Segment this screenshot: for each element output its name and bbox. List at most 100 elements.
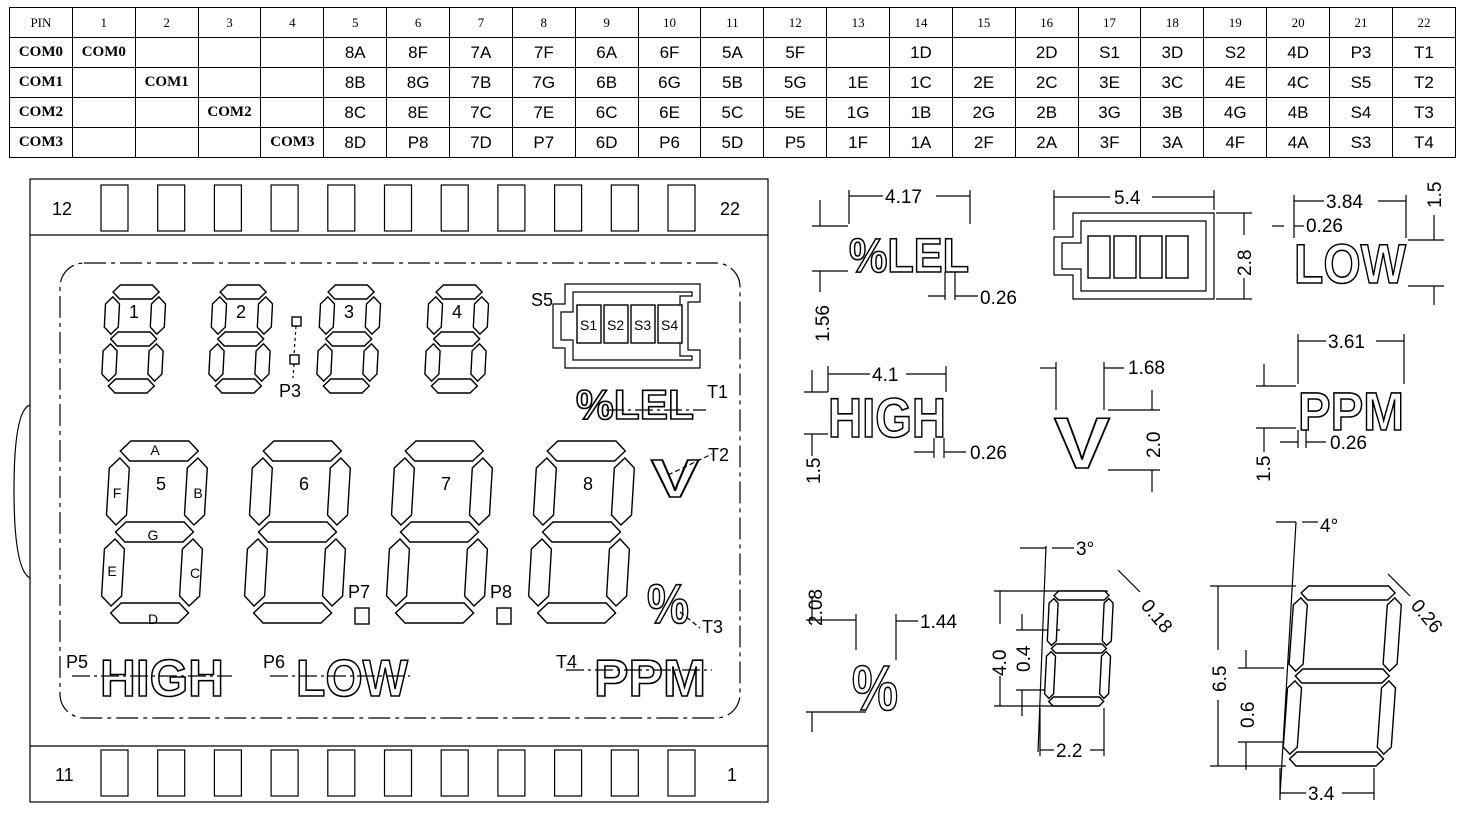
lcd-low-icon: LOW bbox=[296, 650, 409, 708]
segment-f bbox=[1046, 597, 1059, 647]
lcd-pin bbox=[610, 184, 639, 232]
large-digit-6: 6 bbox=[243, 440, 352, 624]
small-digit-1: 1 bbox=[101, 284, 167, 394]
table-cell bbox=[134, 37, 199, 68]
table-cell: 8C bbox=[323, 97, 388, 128]
detail-high-text: HIGH bbox=[828, 386, 946, 449]
battery-cell-s4: S4 bbox=[661, 317, 678, 333]
dim-low-height: 1.5 bbox=[1425, 182, 1446, 208]
pin-label-22: 22 bbox=[720, 199, 740, 219]
table-cell: 5G bbox=[763, 67, 828, 98]
segment-c bbox=[470, 342, 487, 383]
segment-f bbox=[248, 457, 274, 526]
detail-large-digit-shape bbox=[1282, 585, 1403, 767]
segment-e bbox=[385, 538, 411, 607]
table-cell: COM1 bbox=[134, 67, 199, 98]
decimal-p7 bbox=[354, 607, 370, 625]
lcd-pin bbox=[213, 184, 242, 232]
table-cell: 1A bbox=[889, 127, 953, 158]
table-cell: 10 bbox=[637, 7, 702, 38]
segment-c bbox=[605, 538, 631, 607]
dim-percent-height: 2.08 bbox=[806, 589, 827, 626]
table-cell bbox=[71, 97, 136, 128]
dim-lel-width: 4.17 bbox=[885, 187, 922, 208]
table-cell: 6D bbox=[574, 127, 639, 158]
table-cell: 7C bbox=[449, 97, 513, 128]
table-cell: 21 bbox=[1329, 7, 1393, 38]
colon-p3: P3 bbox=[279, 316, 302, 401]
lcd-volt-icon: V bbox=[651, 449, 699, 509]
table-cell: 5D bbox=[700, 127, 765, 158]
table-cell: 1E bbox=[826, 67, 891, 98]
battery-icon: S1 S2 S3 S4 S5 bbox=[531, 283, 701, 369]
lcd-pin bbox=[553, 184, 583, 232]
segment-letter-g: G bbox=[148, 527, 159, 543]
small-digit-4: 4 bbox=[424, 284, 490, 394]
table-cell: 3C bbox=[1140, 67, 1205, 98]
segment-b bbox=[1101, 597, 1114, 647]
segment-c bbox=[362, 342, 379, 383]
dim-low-width: 3.84 bbox=[1326, 192, 1363, 213]
detail-volt: V 1.68 2.0 bbox=[1040, 358, 1165, 492]
segment-g bbox=[399, 521, 480, 543]
segment-c bbox=[1376, 679, 1397, 756]
lcd-pin bbox=[383, 184, 413, 232]
segment-g bbox=[432, 331, 481, 347]
dim-small-stroke: 0.18 bbox=[1136, 596, 1176, 638]
dim-battery-height: 2.8 bbox=[1235, 250, 1256, 276]
segment-e bbox=[100, 538, 126, 607]
table-cell: 1D bbox=[889, 37, 953, 68]
table-cell: 4F bbox=[1203, 127, 1268, 158]
large-digit-label: 7 bbox=[441, 474, 451, 494]
table-cell: 16 bbox=[1014, 7, 1079, 38]
small-digit-2: 2 bbox=[208, 284, 274, 394]
small-digit-label: 3 bbox=[344, 302, 354, 322]
lcd-pin bbox=[157, 749, 186, 797]
table-cell: 5C bbox=[700, 97, 765, 128]
detail-low-text: LOW bbox=[1294, 232, 1406, 295]
segment-f bbox=[1288, 596, 1309, 673]
segment-d bbox=[252, 602, 333, 624]
segment-a bbox=[219, 284, 268, 300]
segment-letter-d: D bbox=[148, 611, 158, 627]
label-p3: P3 bbox=[279, 381, 301, 401]
segment-e bbox=[527, 538, 553, 607]
segment-b bbox=[1382, 596, 1403, 673]
segment-a bbox=[546, 440, 627, 462]
battery-label-s5: S5 bbox=[531, 290, 553, 310]
table-cell: 1B bbox=[889, 97, 953, 128]
segment-g bbox=[1050, 643, 1108, 654]
segment-b bbox=[472, 295, 490, 336]
small-digit-3: 3 bbox=[316, 284, 382, 394]
detail-battery: 5.4 2.8 bbox=[1053, 188, 1256, 300]
detail-ppm-text: PPM bbox=[1298, 382, 1404, 442]
detail-percent-text: % bbox=[852, 652, 898, 724]
table-cell: 6C bbox=[574, 97, 639, 128]
table-cell: 7F bbox=[511, 37, 576, 68]
label-t1: T1 bbox=[707, 382, 728, 402]
segment-d bbox=[430, 378, 479, 394]
lcd-pins-bottom bbox=[100, 749, 696, 797]
dim-high-height: 1.5 bbox=[804, 458, 825, 484]
table-cell: 3E bbox=[1077, 67, 1142, 98]
segment-a bbox=[435, 284, 484, 300]
dim-small-angle: 3° bbox=[1076, 539, 1094, 560]
detail-high: HIGH 4.1 1.5 0.26 bbox=[804, 365, 1007, 484]
large-digit-8: 8 bbox=[527, 440, 636, 624]
table-cell bbox=[134, 97, 199, 128]
lcd-pin bbox=[100, 749, 129, 797]
segment-a bbox=[112, 284, 161, 300]
dim-lel-stroke: 0.26 bbox=[980, 288, 1017, 309]
segment-d bbox=[109, 602, 190, 624]
dim-large-height: 6.5 bbox=[1210, 666, 1231, 692]
table-cell: 8F bbox=[386, 37, 451, 68]
dim-ppm-width: 3.61 bbox=[1328, 332, 1365, 353]
segment-e bbox=[243, 538, 269, 607]
segment-c bbox=[321, 538, 347, 607]
table-cell: 15 bbox=[951, 7, 1016, 38]
table-cell: PIN bbox=[9, 7, 73, 38]
segment-f bbox=[532, 457, 558, 526]
table-cell: COM3 bbox=[260, 127, 325, 158]
